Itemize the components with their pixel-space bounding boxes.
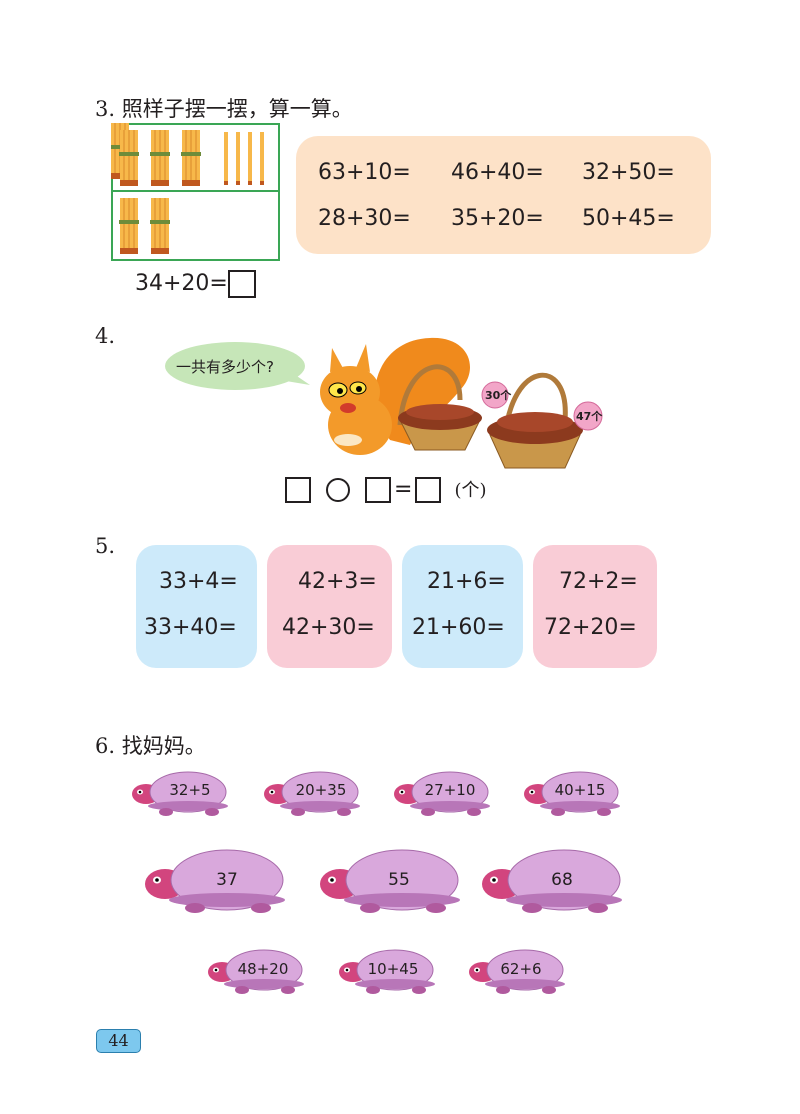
tag-30-icon	[481, 381, 509, 409]
example-eq-text: 34+20=	[135, 271, 228, 296]
mother-turtle-label[interactable]: 55	[388, 870, 410, 890]
basket-icon	[397, 364, 482, 451]
baby-turtle-label[interactable]: 27+10	[424, 781, 476, 799]
baby-turtle-label[interactable]: 40+15	[554, 781, 606, 799]
tens-frame-bottom	[111, 190, 280, 261]
q5-card-1: 33+4= 33+40=	[136, 545, 257, 668]
basket-a-label: 30个	[485, 389, 512, 402]
basket-icon	[487, 372, 583, 469]
mother-turtle-label[interactable]: 37	[216, 870, 238, 890]
addend-box-1[interactable]	[285, 477, 311, 503]
basket-b-label: 47个	[576, 410, 603, 423]
exercise-5: 35+20=	[451, 206, 544, 231]
answer-box[interactable]	[227, 270, 256, 298]
exercise-6: 50+45=	[582, 206, 675, 231]
exercise-4: 28+30=	[318, 206, 411, 231]
squirrel-scene	[165, 337, 603, 469]
single-sticks-icon	[224, 132, 264, 185]
operator-circle[interactable]	[326, 478, 350, 502]
tag-47-icon	[573, 401, 603, 431]
baby-turtle-label[interactable]: 10+45	[367, 960, 419, 978]
speech-bubble	[165, 342, 310, 390]
q5-card-3: 21+6= 21+60=	[402, 545, 523, 668]
q5-card-2: 42+3= 42+30=	[267, 545, 392, 668]
baby-turtle-label[interactable]: 62+6	[500, 960, 542, 978]
q3-title: 3. 照样子摆一摆，算一算。	[95, 97, 353, 121]
squirrel-head-icon	[320, 344, 380, 418]
baby-turtle-label[interactable]: 32+5	[169, 781, 211, 799]
page-number: 44	[96, 1029, 141, 1053]
baby-turtle-label[interactable]: 48+20	[237, 960, 289, 978]
q4-equation: = (个)	[285, 476, 486, 503]
q5-number: 5.	[95, 534, 116, 558]
card-top-eq: 42+3=	[298, 569, 377, 594]
q4-number: 4.	[95, 324, 116, 348]
exercise-1: 63+10=	[318, 160, 411, 185]
unit-label: (个)	[454, 480, 487, 501]
card-bottom-eq: 33+40=	[144, 615, 237, 640]
speech-text: 一共有多少个?	[176, 358, 274, 376]
card-top-eq: 72+2=	[559, 569, 638, 594]
mother-turtle-label[interactable]: 68	[551, 870, 573, 890]
card-top-eq: 21+6=	[427, 569, 506, 594]
q5-card-4: 72+2= 72+20=	[533, 545, 657, 668]
sticks-illustration	[111, 123, 280, 261]
sum-box[interactable]	[415, 477, 442, 503]
equals-sign: =	[394, 477, 413, 502]
addend-box-2[interactable]	[365, 477, 391, 503]
baby-turtle-label[interactable]: 20+35	[295, 781, 347, 799]
card-top-eq: 33+4=	[159, 569, 238, 594]
card-bottom-eq: 21+60=	[412, 615, 505, 640]
exercise-2: 46+40=	[451, 160, 544, 185]
card-bottom-eq: 42+30=	[282, 615, 375, 640]
q6-title: 6. 找妈妈。	[95, 734, 206, 758]
q3-example-equation: 34+20=	[135, 270, 256, 298]
card-bottom-eq: 72+20=	[544, 615, 637, 640]
q3-exercise-panel: 63+10= 46+40= 32+50= 28+30= 35+20= 50+45…	[296, 136, 711, 254]
exercise-3: 32+50=	[582, 160, 675, 185]
